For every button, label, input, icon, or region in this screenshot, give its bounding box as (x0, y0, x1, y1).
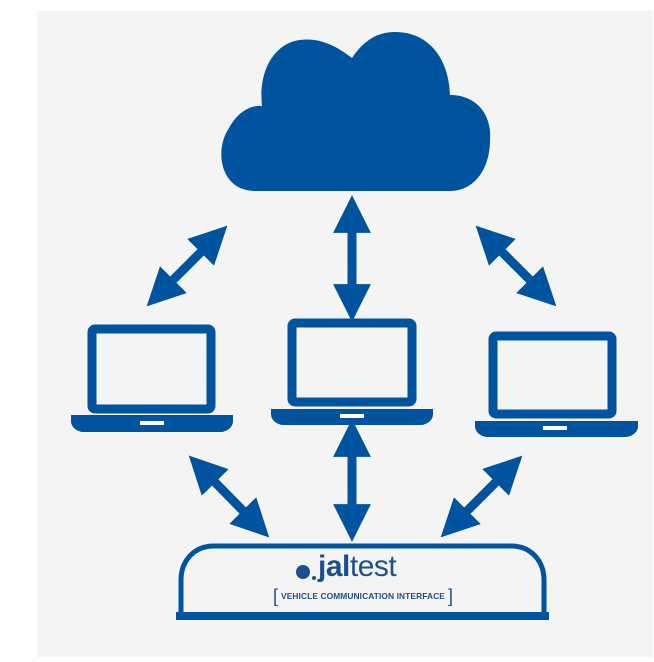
logo-dot-icon (296, 565, 310, 579)
device-caption-text: VEHICLE COMMUNICATION INTERFACE (281, 591, 445, 601)
laptop-left-icon (71, 324, 233, 432)
device-caption: [ VEHICLE COMMUNICATION INTERFACE ] (266, 586, 460, 606)
arrow-cloud-laptop-right (475, 225, 557, 307)
arrow-cloud-laptop-left (146, 225, 228, 307)
laptop-center-icon (271, 318, 433, 425)
laptop-right-icon (475, 331, 638, 437)
caption-bracket-left: [ (273, 586, 279, 606)
logo-small-dot-icon (312, 576, 316, 580)
logo-jal-text: jal (318, 550, 350, 583)
caption-bracket-right: ] (447, 586, 453, 606)
arrow-laptop-left-device (188, 455, 270, 538)
cloud-icon (221, 32, 491, 191)
logo-test-text: test (349, 550, 397, 583)
arrow-laptop-right-device (440, 455, 523, 538)
vehicle-interface-icon (176, 543, 549, 620)
